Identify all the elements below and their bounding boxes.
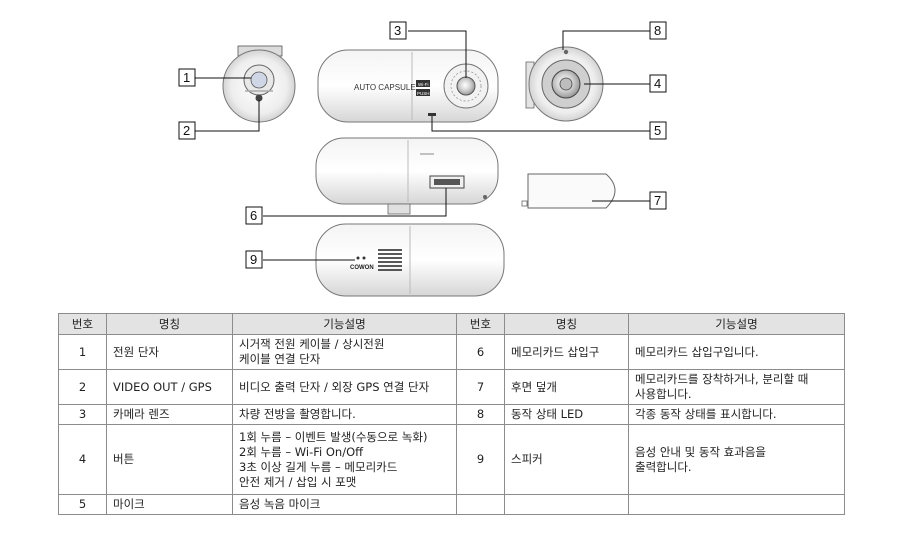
device-label: AUTO CAPSULE (354, 83, 416, 92)
part-name: 동작 상태 LED (504, 404, 629, 425)
table-row: 4 버튼 1회 누름 – 이벤트 발생(수동으로 녹화) 2회 누름 – Wi-… (58, 424, 845, 495)
memory-card-slot-icon (434, 179, 460, 185)
part-number: 3 (58, 404, 107, 425)
brand-label: COWON (350, 265, 374, 271)
header-description: 기능설명 (232, 313, 457, 335)
part-name: 전원 단자 (106, 334, 233, 370)
status-led-icon (563, 49, 569, 55)
device-front-view (525, 46, 604, 122)
part-description: 음성 안내 및 동작 효과음을 출력합니다. (628, 424, 845, 495)
part-description (628, 494, 845, 515)
part-name: 마이크 (106, 494, 233, 515)
parts-table: 번호 명칭 기능설명 번호 명칭 기능설명 1 전원 단자 시거잭 전원 케이블… (58, 313, 845, 515)
svg-text:8: 8 (654, 23, 661, 38)
microphone-icon (428, 113, 436, 116)
speaker-grille-icon (378, 249, 402, 271)
part-number: 7 (456, 369, 505, 405)
push-mini-label: PUSH (417, 91, 430, 96)
callout-7: 7 (649, 191, 667, 210)
header-number: 번호 (58, 313, 107, 335)
rear-cover (521, 173, 616, 209)
header-number: 번호 (456, 313, 505, 335)
wifi-mini-label: Wi-Fi (418, 82, 429, 87)
part-number: 5 (58, 494, 107, 515)
part-number: 2 (58, 369, 107, 405)
camera-lens-icon (456, 76, 476, 96)
part-name: 메모리카드 삽입구 (504, 334, 629, 370)
header-name: 명칭 (504, 313, 629, 335)
callout-4: 4 (649, 74, 667, 93)
header-description: 기능설명 (628, 313, 845, 335)
part-number: 6 (456, 334, 505, 370)
part-number: 1 (58, 334, 107, 370)
part-description: 차량 전방을 촬영합니다. (232, 404, 457, 425)
header-name: 명칭 (106, 313, 233, 335)
part-name: 카메라 렌즈 (106, 404, 233, 425)
svg-text:2: 2 (183, 123, 190, 138)
leader-lines (195, 30, 650, 261)
svg-text:3: 3 (394, 23, 401, 38)
part-number (456, 494, 505, 515)
callout-8: 8 (649, 21, 667, 40)
device-diagram: AUTO CAPSULE Wi-Fi PUSH (178, 21, 667, 297)
callout-5: 5 (649, 121, 667, 140)
part-description: 시거잭 전원 케이블 / 상시전원 케이블 연결 단자 (232, 334, 457, 370)
callout-3: 3 (389, 21, 407, 40)
svg-text:4: 4 (654, 76, 661, 91)
part-number: 8 (456, 404, 505, 425)
callout-6: 6 (245, 206, 263, 225)
device-speaker-view: COWON (315, 223, 505, 297)
svg-text:7: 7 (654, 193, 661, 208)
device-end-view (222, 45, 296, 123)
part-description: 1회 누름 – 이벤트 발생(수동으로 녹화) 2회 누름 – Wi-Fi On… (232, 424, 457, 495)
callout-2: 2 (178, 121, 196, 140)
part-description: 메모리카드를 장착하거나, 분리할 때 사용합니다. (628, 369, 845, 405)
part-name: VIDEO OUT / GPS (106, 369, 233, 405)
part-name: 후면 덮개 (504, 369, 629, 405)
part-description: 메모리카드 삽입구입니다. (628, 334, 845, 370)
table-row: 2 VIDEO OUT / GPS 비디오 출력 단자 / 외장 GPS 연결 … (58, 369, 845, 405)
callout-9: 9 (245, 250, 263, 269)
callout-1: 1 (178, 68, 196, 87)
part-description: 각종 동작 상태를 표시합니다. (628, 404, 845, 425)
table-header-row: 번호 명칭 기능설명 번호 명칭 기능설명 (58, 313, 845, 335)
part-description: 음성 녹음 마이크 (232, 494, 457, 515)
svg-text:1: 1 (183, 70, 190, 85)
table-row: 5 마이크 음성 녹음 마이크 (58, 494, 845, 515)
table-row: 1 전원 단자 시거잭 전원 케이블 / 상시전원 케이블 연결 단자 6 메모… (58, 334, 845, 370)
part-number: 9 (456, 424, 505, 495)
part-name (504, 494, 629, 515)
part-description: 비디오 출력 단자 / 외장 GPS 연결 단자 (232, 369, 457, 405)
svg-text:5: 5 (654, 123, 661, 138)
svg-text:9: 9 (250, 252, 257, 267)
part-number: 4 (58, 424, 107, 495)
svg-text:6: 6 (250, 208, 257, 223)
table-row: 3 카메라 렌즈 차량 전방을 촬영합니다. 8 동작 상태 LED 각종 동작… (58, 404, 845, 425)
part-name: 버튼 (106, 424, 233, 495)
device-bottom-view (315, 137, 499, 215)
device-side-view: AUTO CAPSULE Wi-Fi PUSH (317, 49, 499, 123)
part-name: 스피커 (504, 424, 629, 495)
